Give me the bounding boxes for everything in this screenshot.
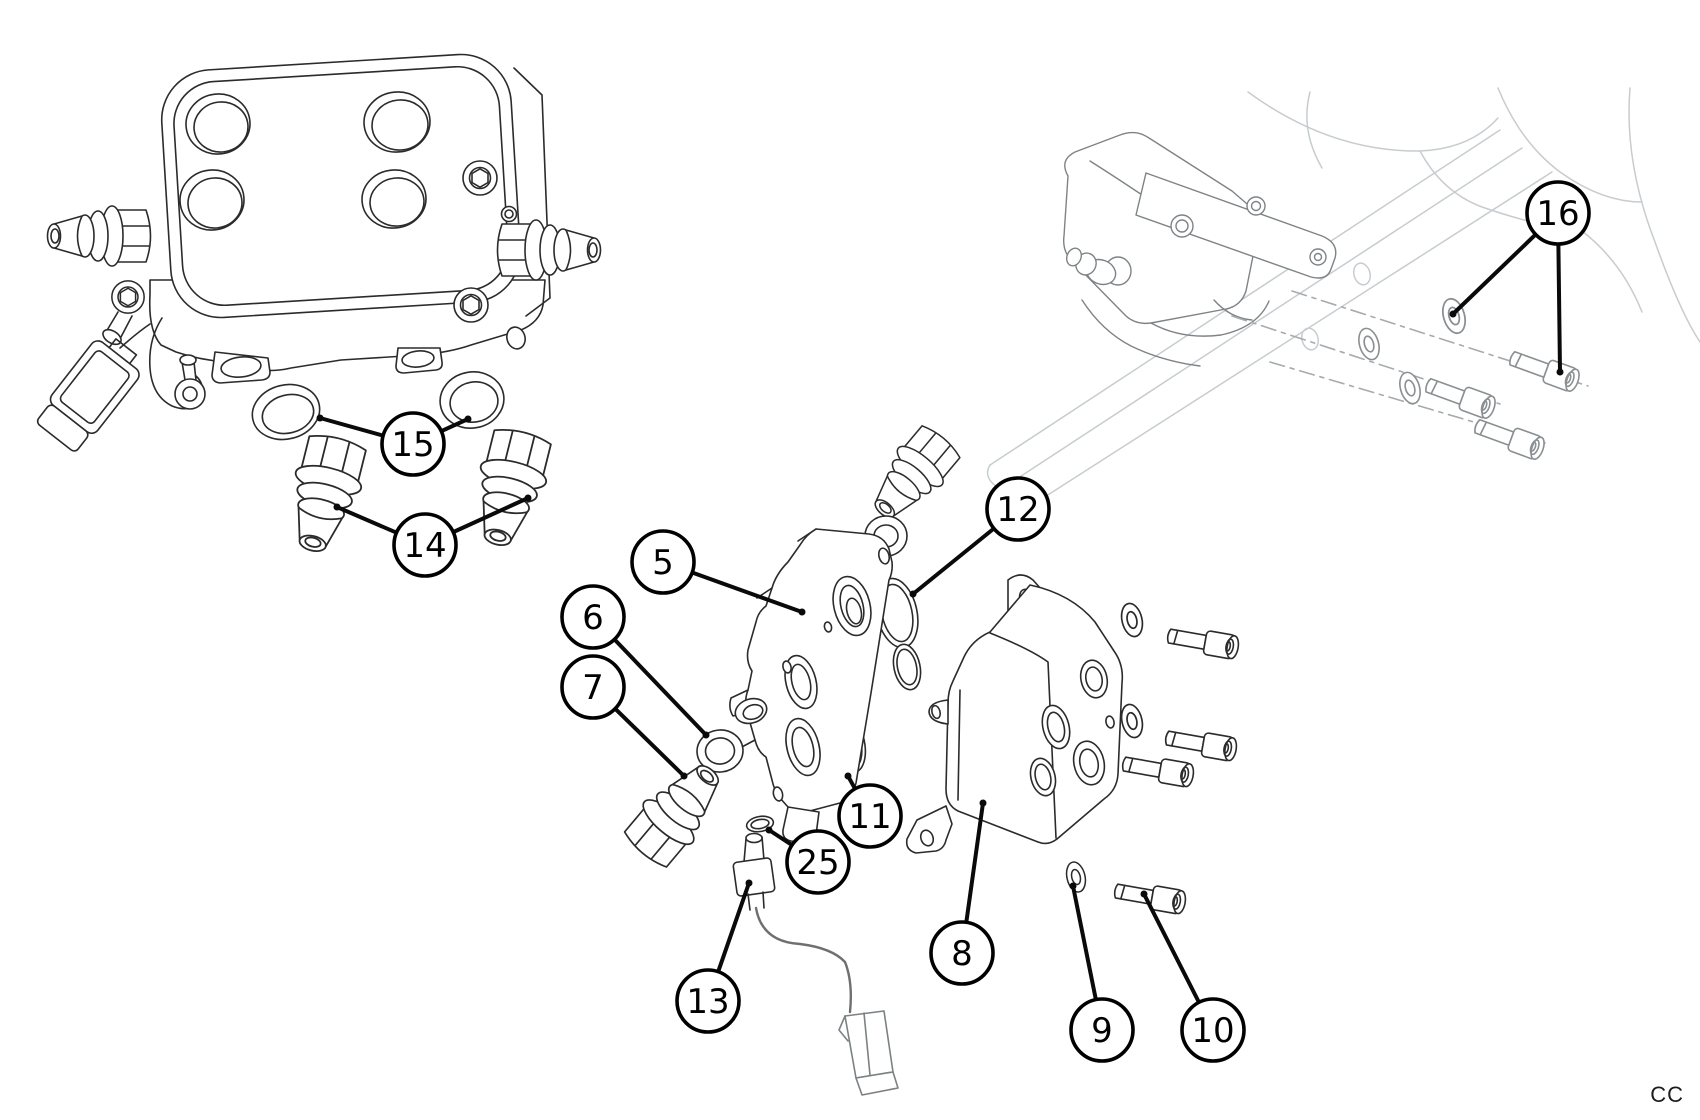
leader-line-7 [613,706,686,778]
leader-dot-14 [333,503,341,511]
leader-line-12 [911,526,996,596]
leader-dot-5 [798,608,806,616]
credit-text: CC [1650,1082,1684,1107]
callout-number-8: 8 [951,934,973,974]
leader-dot-15 [316,414,324,422]
leader-dot-25 [765,826,773,834]
leader-lines [316,232,1564,1005]
leader-line-16 [1451,232,1538,316]
assembled-cooler-view [36,53,602,452]
callout-number-14: 14 [403,526,446,566]
leader-dot-13 [745,879,753,887]
callout-25: 25 [785,829,851,895]
oring-pair-15 [251,371,505,441]
leader-dot-16 [1449,310,1457,318]
leader-dot-16 [1556,368,1564,376]
cooler-body-8 [905,574,1124,854]
callout-number-15: 15 [391,425,434,465]
leader-dot-11 [844,772,852,780]
leader-line-14 [335,505,399,535]
callout-7: 7 [560,654,626,720]
leader-dot-8 [979,799,987,807]
leader-line-5 [690,570,804,614]
callout-number-7: 7 [582,668,604,708]
exploded-view [617,419,1241,1096]
callout-balloons: 5 6 7 8 9 10 11 12 13 14 15 16 25 [380,180,1591,1063]
callout-5: 5 [630,529,696,595]
leader-dot-6 [702,731,710,739]
leader-line-6 [612,637,708,737]
callout-8: 8 [929,920,995,986]
callout-16: 16 [1525,180,1591,246]
callout-15: 15 [380,411,446,477]
leader-dot-10 [1140,890,1148,898]
assembled-left-fitting [46,205,152,267]
exploded-top-fitting [858,419,967,533]
leader-line-25 [767,828,795,848]
callout-number-6: 6 [582,598,604,638]
leader-line-13 [716,881,751,974]
leader-line-15 [318,416,386,438]
callout-13: 13 [675,968,741,1034]
callout-number-16: 16 [1536,194,1579,234]
installed-hardware [1231,290,1589,463]
callout-11: 11 [837,783,903,849]
leader-dot-15 [464,415,472,423]
callout-12: 12 [985,476,1051,542]
callout-14: 14 [392,512,458,578]
assembled-right-fitting [496,219,602,281]
leader-line-14 [451,496,530,535]
leader-dot-9 [1069,882,1077,890]
leader-line-8 [964,801,985,925]
leader-line-15 [439,417,470,434]
leader-line-16 [1556,241,1562,374]
sensor-13 [732,832,899,1096]
callout-6: 6 [560,584,626,650]
callout-number-10: 10 [1191,1011,1234,1051]
callout-10: 10 [1180,997,1246,1063]
callout-number-9: 9 [1091,1011,1113,1051]
callout-number-25: 25 [796,843,839,883]
leader-dot-12 [909,590,917,598]
leader-dot-7 [680,772,688,780]
leader-line-10 [1142,892,1201,1005]
leader-line-9 [1071,884,1098,1002]
callout-number-5: 5 [652,543,674,583]
callout-number-13: 13 [686,982,729,1022]
assembled-connector [36,338,140,452]
callout-number-12: 12 [996,490,1039,530]
leader-dot-14 [524,494,532,502]
callout-9: 9 [1069,997,1135,1063]
callout-number-11: 11 [848,797,891,837]
installed-cooler-unit [1062,131,1337,367]
